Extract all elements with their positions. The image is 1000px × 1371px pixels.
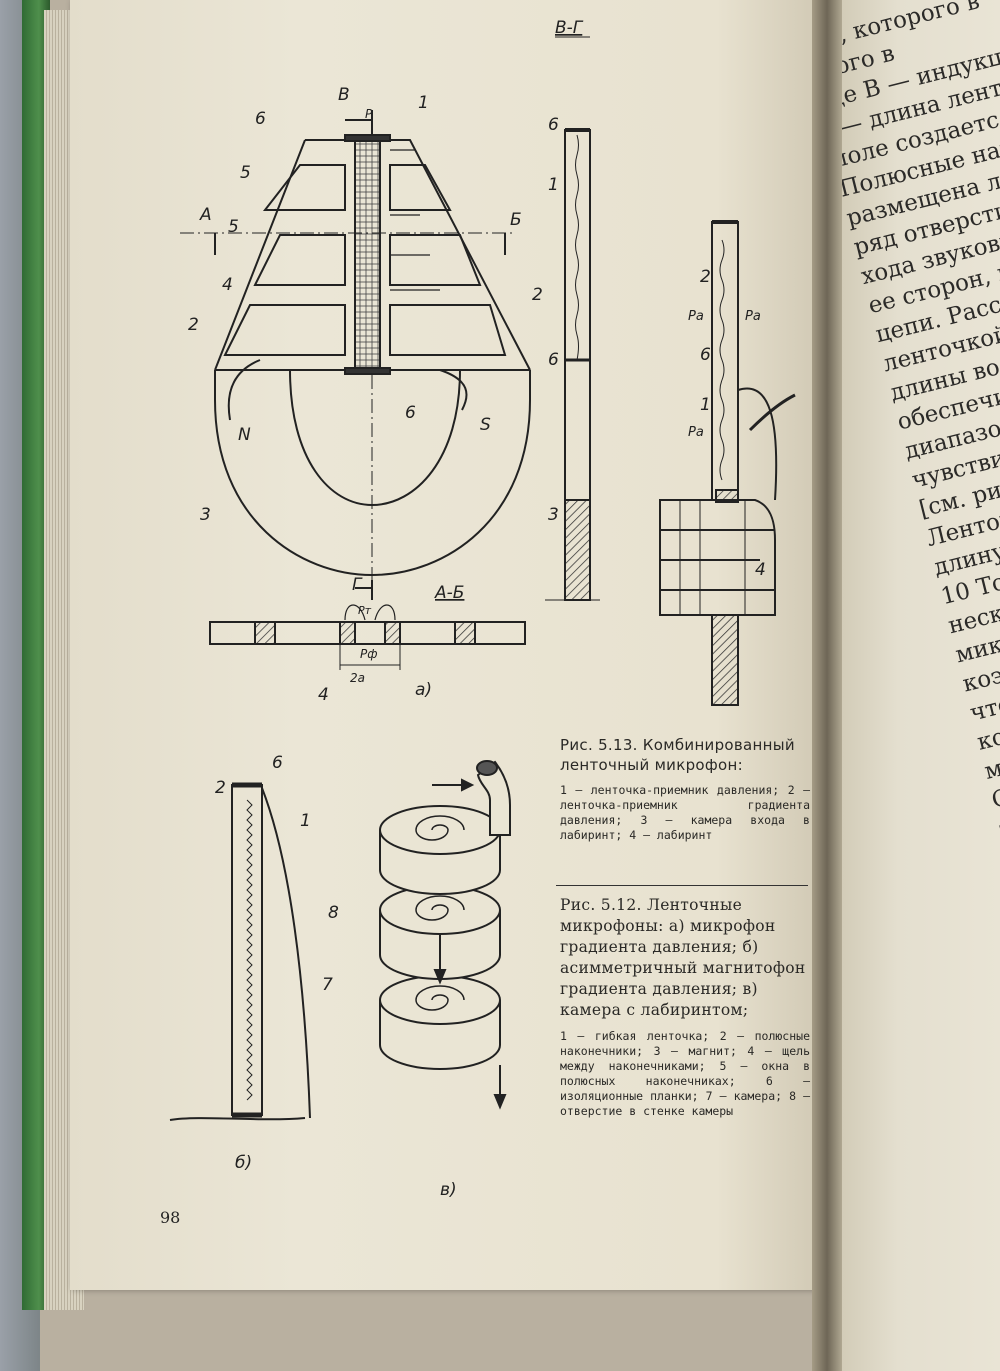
svg-text:А: А xyxy=(199,205,212,225)
svg-text:6: 6 xyxy=(700,345,711,365)
svg-text:6: 6 xyxy=(405,403,416,423)
svg-text:1: 1 xyxy=(700,395,711,415)
svg-text:Pт: Pт xyxy=(358,604,372,617)
svg-text:3: 3 xyxy=(548,505,559,525)
svg-text:Г: Г xyxy=(352,575,363,595)
svg-text:а): а) xyxy=(415,680,432,700)
svg-text:4: 4 xyxy=(318,685,329,705)
ribbon-slot xyxy=(354,139,381,371)
figure-b xyxy=(169,782,311,1121)
svg-text:P: P xyxy=(365,107,373,121)
svg-text:4: 4 xyxy=(222,275,233,295)
svg-text:б): б) xyxy=(235,1153,252,1173)
svg-text:8: 8 xyxy=(328,903,339,923)
svg-text:1: 1 xyxy=(418,93,429,113)
svg-text:1: 1 xyxy=(300,811,311,831)
book-gutter xyxy=(812,0,842,1371)
svg-text:5: 5 xyxy=(240,163,251,183)
svg-text:Pa: Pa xyxy=(745,309,761,324)
svg-text:1: 1 xyxy=(548,175,559,195)
svg-text:в): в) xyxy=(440,1180,457,1200)
svg-text:Pa: Pa xyxy=(688,425,704,440)
svg-text:В: В xyxy=(338,85,350,105)
svg-text:4: 4 xyxy=(755,560,766,580)
caption-fig-5-13: Рис. 5.13. Комбинированный ленточный мик… xyxy=(560,735,810,843)
caption-title: Рис. 5.13. Комбинированный ленточный мик… xyxy=(560,736,795,774)
svg-text:2: 2 xyxy=(188,315,199,335)
svg-text:2: 2 xyxy=(215,778,226,798)
magnet-inner xyxy=(289,369,461,507)
figure-labels: В 6 P 1 5 5 А Б 4 2 2 N S 6 3 Г А-Б Pт P… xyxy=(188,18,766,1200)
svg-text:Pa: Pa xyxy=(688,309,704,324)
caption-legend: 1 — ленточка-приемник давления; 2 — лент… xyxy=(560,783,810,842)
svg-text:2a: 2a xyxy=(350,671,365,685)
svg-text:А-Б: А-Б xyxy=(434,583,464,603)
caption-legend: 1 — гибкая ленточка; 2 — полюсные наконе… xyxy=(560,1029,810,1118)
svg-text:6: 6 xyxy=(272,753,283,773)
svg-text:В-Г: В-Г xyxy=(555,18,584,38)
svg-text:N: N xyxy=(238,425,251,445)
svg-text:6: 6 xyxy=(548,350,559,370)
svg-text:3: 3 xyxy=(200,505,211,525)
svg-text:Б: Б xyxy=(510,210,522,230)
svg-text:6: 6 xyxy=(548,115,559,135)
caption-fig-5-12: Рис. 5.12. Ленточные микрофоны: а) микро… xyxy=(560,895,810,1119)
svg-text:5: 5 xyxy=(228,217,239,237)
svg-text:S: S xyxy=(480,415,491,435)
svg-text:7: 7 xyxy=(322,975,333,995)
svg-text:Pф: Pф xyxy=(360,647,378,661)
figure-5-13 xyxy=(659,220,796,706)
svg-text:6: 6 xyxy=(255,109,266,129)
figure-a xyxy=(180,36,600,670)
page-number: 98 xyxy=(160,1208,181,1227)
svg-text:2: 2 xyxy=(532,285,543,305)
caption-title: Рис. 5.12. Ленточные микрофоны: а) микро… xyxy=(560,896,806,1019)
divider xyxy=(556,885,808,886)
figure-v xyxy=(379,760,511,1110)
svg-text:2: 2 xyxy=(700,267,711,287)
